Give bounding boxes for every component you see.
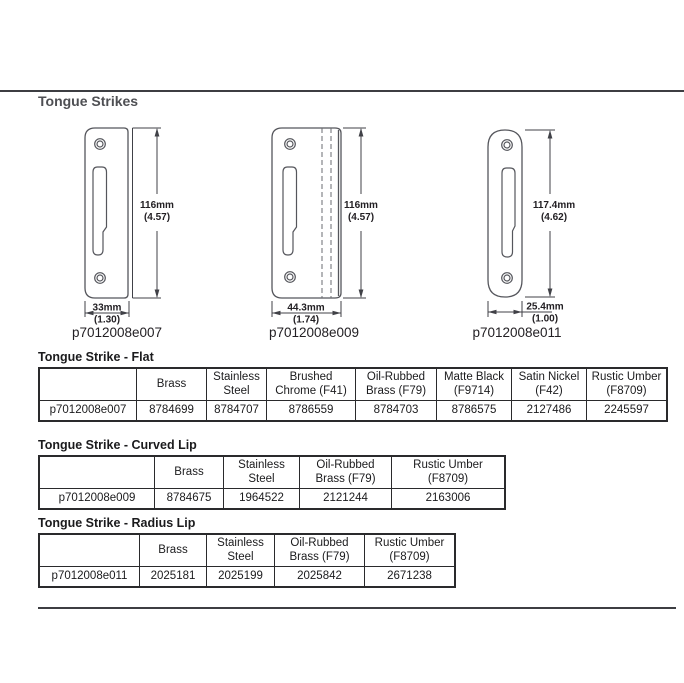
column-header: Brushed Chrome (F41) xyxy=(266,367,356,401)
screw-hole xyxy=(501,139,513,151)
arrow-right-icon xyxy=(120,310,129,316)
table-cell: 2121244 xyxy=(299,487,392,510)
column-header: Brass xyxy=(139,533,207,567)
screw-hole xyxy=(94,272,106,284)
height-dimension-label-inches: (4.62) xyxy=(541,212,567,223)
column-header: Rustic Umber (F8709) xyxy=(586,367,668,401)
table-cell: 2025842 xyxy=(274,565,365,588)
width-dimension-label: 25.4mm xyxy=(526,302,563,313)
table-cell: 8784699 xyxy=(136,399,207,422)
strike-plate-outline xyxy=(84,127,129,299)
table-cell: 1964522 xyxy=(223,487,300,510)
width-dimension-label: 33mm xyxy=(93,303,122,314)
screw-hole xyxy=(503,141,511,149)
table-cell: 8784703 xyxy=(355,399,437,422)
table-cell: 2671238 xyxy=(364,565,456,588)
screw-hole xyxy=(503,274,511,282)
arrow-up-icon xyxy=(547,130,553,139)
column-header: Oil-Rubbed Brass (F79) xyxy=(274,533,365,567)
latch-slot xyxy=(92,166,108,256)
table-cell: 8786559 xyxy=(266,399,356,422)
table-cell: 2025181 xyxy=(139,565,207,588)
table-cell: p7012008e007 xyxy=(38,399,137,422)
table-cell: p7012008e011 xyxy=(38,565,140,588)
column-header: Brass xyxy=(136,367,207,401)
arrow-left-icon xyxy=(85,310,94,316)
width-dimension-label-inches: (1.74) xyxy=(293,315,319,326)
column-header: Matte Black (F9714) xyxy=(436,367,512,401)
arrow-down-icon xyxy=(547,288,553,297)
strike-plate-outline xyxy=(271,127,342,299)
arrow-down-icon xyxy=(358,289,364,298)
table-cell: 8784707 xyxy=(206,399,267,422)
column-header: Rustic Umber (F8709) xyxy=(391,455,506,489)
top-divider xyxy=(0,90,684,92)
column-header xyxy=(38,533,140,567)
bottom-divider xyxy=(38,607,676,609)
screw-hole xyxy=(96,274,104,282)
column-header xyxy=(38,455,155,489)
screw-hole xyxy=(501,272,513,284)
section-heading-curved-lip: Tongue Strike - Curved Lip xyxy=(38,438,197,452)
part-number: p7012008e007 xyxy=(72,325,162,340)
arrow-up-icon xyxy=(154,128,160,137)
column-header: Stainless Steel xyxy=(206,367,267,401)
latch-slot xyxy=(282,166,298,256)
column-header: Stainless Steel xyxy=(223,455,300,489)
arrow-left-icon xyxy=(272,310,281,316)
height-dimension-label-inches: (4.57) xyxy=(144,212,170,223)
width-dimension-label-inches: (1.00) xyxy=(532,314,558,325)
arrow-right-icon xyxy=(513,309,522,315)
arrow-up-icon xyxy=(358,128,364,137)
arrow-left-icon xyxy=(488,309,497,315)
arrow-right-icon xyxy=(332,310,341,316)
table-cell: p7012008e009 xyxy=(38,487,155,510)
height-dimension-label: 116mm xyxy=(344,200,378,211)
latch-slot xyxy=(501,167,516,258)
table-cell: 8786575 xyxy=(436,399,512,422)
column-header xyxy=(38,367,137,401)
page-title: Tongue Strikes xyxy=(38,93,139,109)
table-cell: 2127486 xyxy=(511,399,587,422)
table-cell: 8784675 xyxy=(154,487,224,510)
screw-hole xyxy=(94,138,106,150)
column-header: Rustic Umber (F8709) xyxy=(364,533,456,567)
column-header: Satin Nickel (F42) xyxy=(511,367,587,401)
strike-plate-outline xyxy=(487,129,523,298)
screw-hole xyxy=(286,273,294,281)
column-header: Oil-Rubbed Brass (F79) xyxy=(355,367,437,401)
curved-lip-strike-drawing: 116mm (4.57) 44.3mm (1.74) p7012008e009 xyxy=(269,127,378,340)
screw-hole xyxy=(96,140,104,148)
flat-strike-drawing: 116mm (4.57) 33mm (1.30) p7012008e007 xyxy=(72,127,174,340)
column-header: Brass xyxy=(154,455,224,489)
height-dimension-label: 116mm xyxy=(140,200,174,211)
screw-hole xyxy=(284,271,296,283)
table-cell: 2163006 xyxy=(391,487,506,510)
section-heading-flat: Tongue Strike - Flat xyxy=(38,350,154,364)
width-dimension-label: 44.3mm xyxy=(287,303,324,314)
height-dimension-label: 117.4mm xyxy=(533,200,575,211)
part-number: p7012008e009 xyxy=(269,325,359,340)
column-header: Oil-Rubbed Brass (F79) xyxy=(299,455,392,489)
height-dimension-label-inches: (4.57) xyxy=(348,212,374,223)
column-header: Stainless Steel xyxy=(206,533,275,567)
table-cell: 2245597 xyxy=(586,399,668,422)
width-dimension-label-inches: (1.30) xyxy=(94,315,120,326)
screw-hole xyxy=(286,140,294,148)
table-cell: 2025199 xyxy=(206,565,275,588)
screw-hole xyxy=(284,138,296,150)
radius-lip-strike-drawing: 117.4mm (4.62) 25.4mm (1.00) p7012008e01… xyxy=(472,129,575,340)
section-heading-radius-lip: Tongue Strike - Radius Lip xyxy=(38,516,196,530)
arrow-down-icon xyxy=(154,289,160,298)
part-number: p7012008e011 xyxy=(472,325,561,340)
